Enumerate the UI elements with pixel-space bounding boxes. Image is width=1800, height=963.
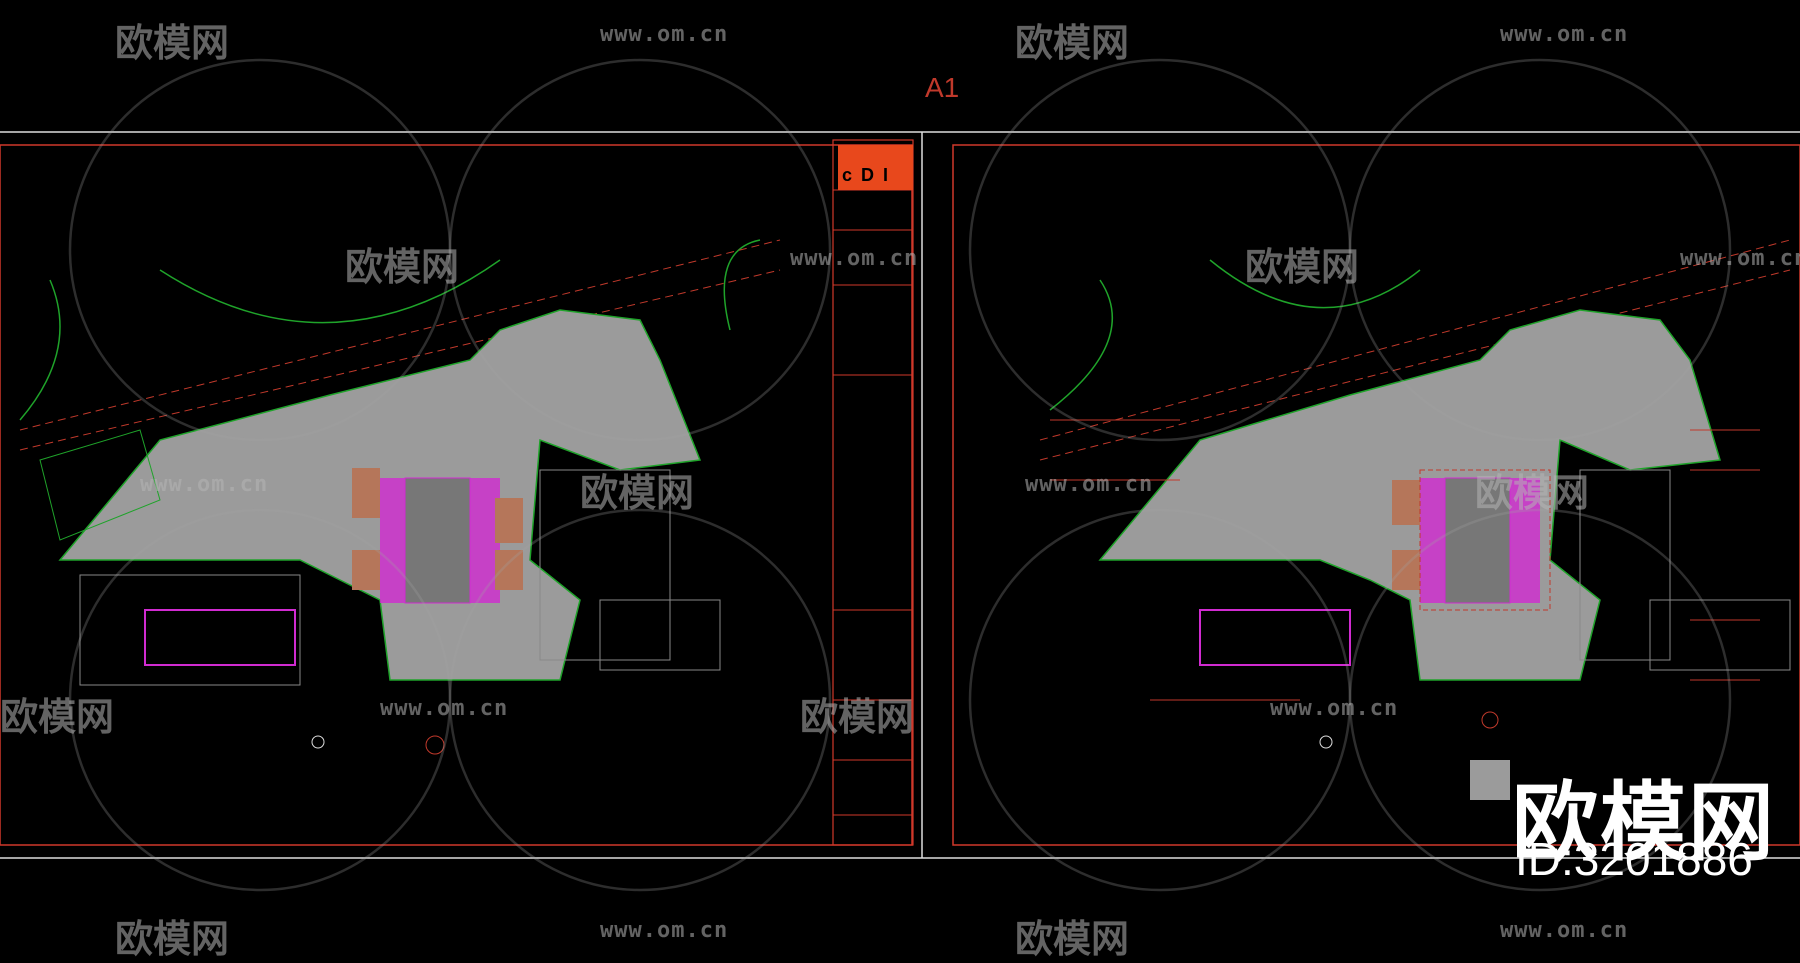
brand-watermark-large: 欧模网 — [1512, 773, 1776, 873]
watermark-brand: 欧模网 — [580, 471, 695, 515]
watermark-brand: 欧模网 — [115, 21, 230, 65]
site-plan-left — [19, 239, 781, 755]
watermark-url: www.om.cn — [600, 22, 729, 47]
watermark-url: www.om.cn — [1500, 22, 1629, 47]
watermark-url: www.om.cn — [140, 472, 269, 497]
watermark-url: www.om.cn — [790, 246, 919, 271]
cdi-logo: cDI — [838, 145, 913, 190]
watermark-brand: 欧模网 — [345, 245, 460, 289]
site-plan-right — [1039, 239, 1791, 800]
watermark-url: www.om.cn — [380, 696, 509, 721]
sheet-size-label: A1 — [925, 72, 960, 103]
cdi-logo-text: cDI — [842, 165, 898, 185]
watermark-brand: 欧模网 — [0, 695, 115, 739]
sheet-frames — [0, 131, 1800, 859]
watermark-brand: 欧模网 — [115, 917, 230, 961]
asset-id-label: ID:3201886 — [1515, 833, 1753, 885]
watermark-brand: 欧模网 — [800, 695, 915, 739]
watermark-url: www.om.cn — [1270, 696, 1399, 721]
watermark-brand: 欧模网 — [1015, 21, 1130, 65]
watermark-brand: 欧模网 — [1245, 245, 1360, 289]
watermark-url: www.om.cn — [1025, 472, 1154, 497]
cad-drawing-canvas[interactable] — [0, 0, 1800, 939]
watermark-brand: 欧模网 — [1015, 917, 1130, 961]
watermark-circles — [68, 58, 1732, 892]
watermark-url: www.om.cn — [1500, 918, 1629, 943]
watermark-url: www.om.cn — [600, 918, 729, 943]
watermark-brand: 欧模网 — [1475, 471, 1590, 515]
watermark-url: www.om.cn — [1680, 246, 1800, 271]
